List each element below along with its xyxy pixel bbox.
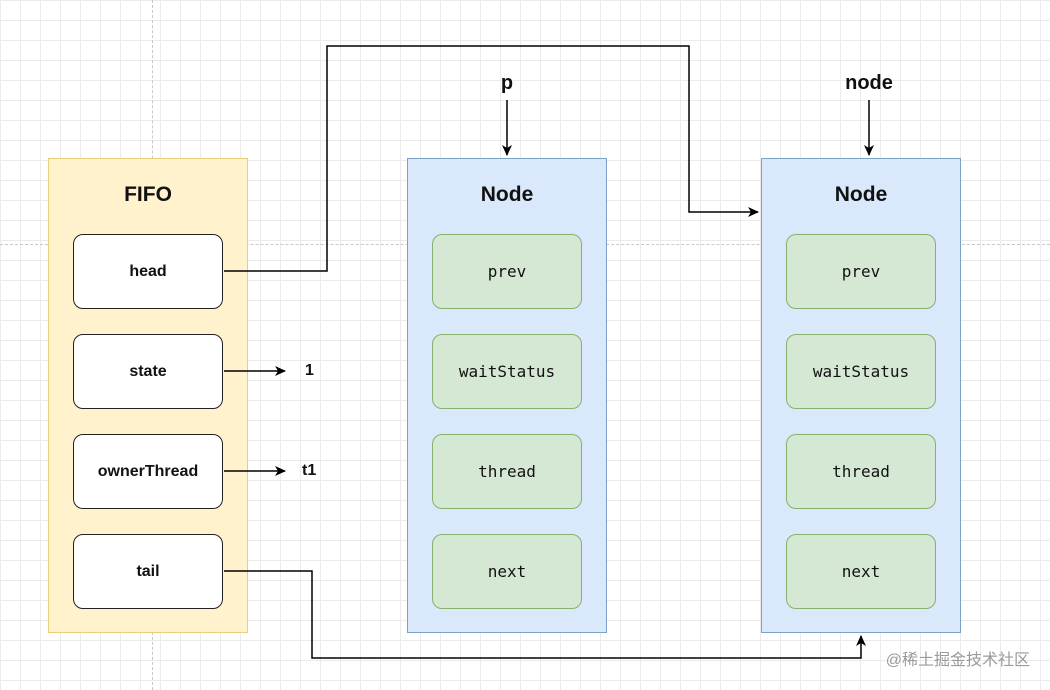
pointer-label-node: node (845, 72, 893, 94)
pointer-label-p: p (500, 72, 514, 94)
node-p-field-prev: prev (432, 234, 582, 309)
node-n-field-prev: prev (786, 234, 936, 309)
state-value-label: 1 (305, 362, 314, 379)
node-n-field-thread: thread (786, 434, 936, 509)
node-p-field-wait-status: waitStatus (432, 334, 582, 409)
tail-to-node-arrow (224, 570, 866, 659)
fifo-field-state: state (73, 334, 223, 409)
node-n-field-wait-status: waitStatus (786, 334, 936, 409)
node-n-title: Node (834, 183, 888, 206)
fifo-container: FIFO head state ownerThread tail (48, 158, 248, 633)
node-p-field-thread: thread (432, 434, 582, 509)
owner-thread-value-label: t1 (302, 462, 317, 479)
fifo-title: FIFO (124, 183, 172, 206)
watermark: @稀土掘金技术社区 (885, 652, 1030, 669)
node-n-container: Node prev waitStatus thread next (761, 158, 961, 633)
fifo-field-owner-thread: ownerThread (73, 434, 223, 509)
fifo-field-head: head (73, 234, 223, 309)
head-to-node-arrow (224, 45, 759, 272)
node-p-field-next: next (432, 534, 582, 609)
fifo-field-tail: tail (73, 534, 223, 609)
node-p-title: Node (480, 183, 534, 206)
node-p-container: Node prev waitStatus thread next (407, 158, 607, 633)
node-n-field-next: next (786, 534, 936, 609)
